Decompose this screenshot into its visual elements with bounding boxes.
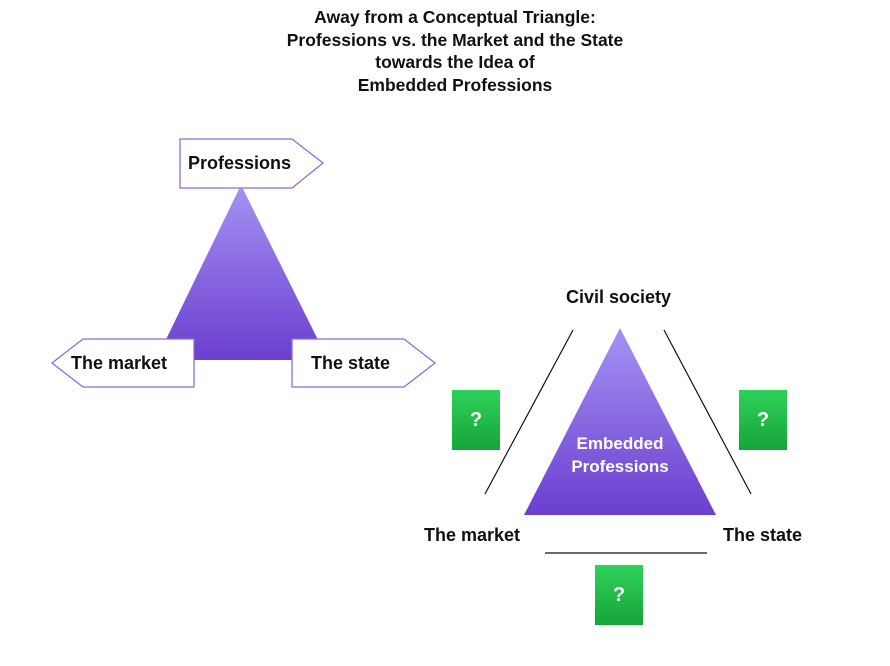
title-line-1: Away from a Conceptual Triangle:	[314, 7, 596, 27]
left-triangle	[156, 185, 328, 360]
question-box-right: ?	[739, 390, 787, 450]
left-market-label: The market	[71, 353, 168, 373]
question-box-bottom: ?	[595, 565, 643, 625]
title-line-3: towards the Idea of	[375, 52, 535, 72]
market-arrow-box	[50, 338, 195, 388]
embedded-label-line-2: Professions	[571, 457, 669, 476]
title-line-2: Professions vs. the Market and the State	[286, 29, 624, 50]
professions-label: Professions	[188, 153, 292, 173]
embedded-triangle	[524, 328, 716, 515]
right-market-label: The market	[424, 525, 521, 545]
left-state-label: The state	[311, 353, 391, 373]
right-state-label: The state	[723, 525, 803, 545]
market-civil-line	[484, 329, 574, 495]
page-title: Away from a Conceptual Triangle: Profess…	[205, 6, 705, 96]
title-line-4: Embedded Professions	[357, 74, 553, 95]
professions-arrow-box	[179, 138, 325, 189]
civil-society-label: Civil society	[566, 287, 672, 307]
embedded-label-line-1: Embedded	[576, 434, 664, 453]
state-arrow-box	[291, 338, 437, 388]
embedded-professions-label: Embedded Professions	[540, 432, 700, 478]
question-box-left: ?	[452, 390, 500, 450]
civil-state-line	[663, 329, 752, 495]
